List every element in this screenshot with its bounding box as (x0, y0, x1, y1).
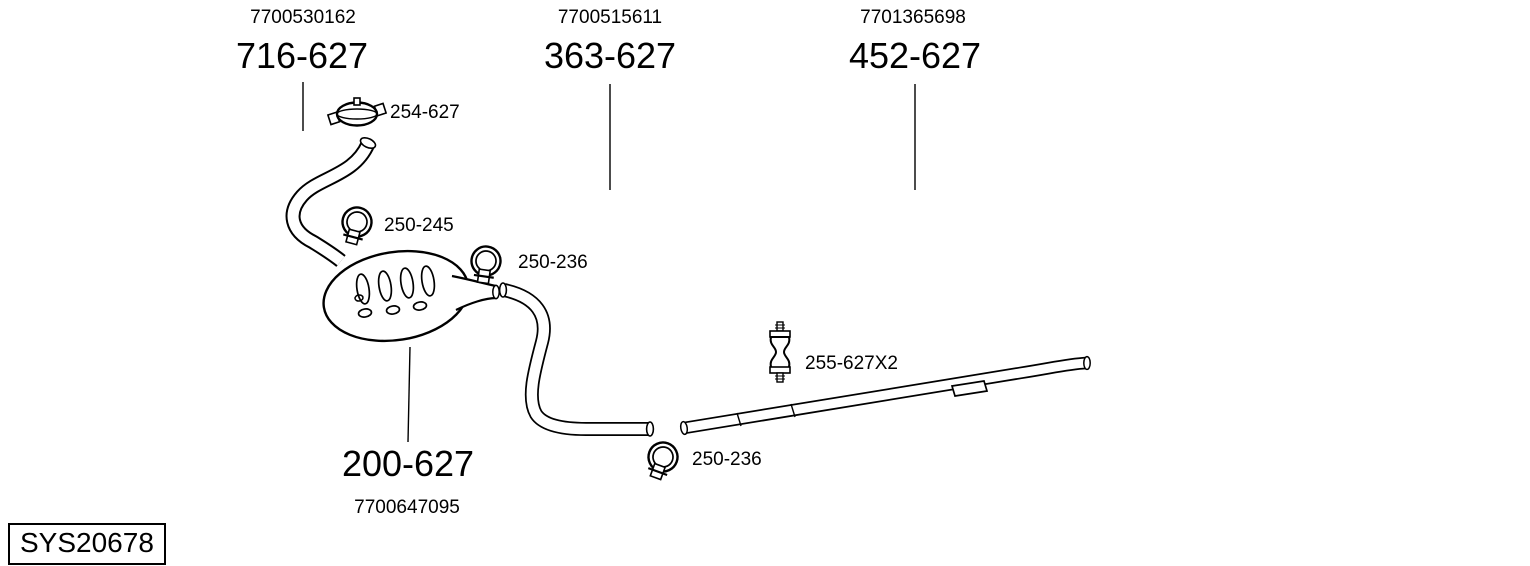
pipe-bracket (950, 380, 989, 397)
center-pipe-art (498, 282, 655, 437)
silencer-art (322, 249, 500, 343)
part-code-front-pipe: 716-627 (235, 35, 369, 76)
silencer-outlet-open-end (492, 284, 500, 300)
oem-ref-silencer: 7700647095 (354, 497, 460, 518)
front-pipe-art (285, 136, 377, 267)
tail-pipe-art (679, 355, 1091, 436)
part-code-ring-clamp-1: 250-245 (384, 215, 454, 236)
ring-clamp-250-245-icon (336, 203, 376, 249)
system-code-box: SYS20678 (8, 523, 166, 565)
center-pipe-open-end-right (645, 421, 655, 437)
oem-ref-front-pipe: 7700530162 (250, 7, 356, 28)
part-code-rubber-mount: 255-627X2 (805, 353, 898, 374)
center-pipe-open-end-left (498, 282, 508, 298)
part-code-center-pipe: 363-627 (543, 35, 677, 76)
part-code-silencer: 200-627 (341, 443, 475, 484)
tail-pipe-open-end-left (679, 420, 689, 436)
front-pipe-open-end (359, 136, 377, 150)
part-code-band-clamp: 254-627 (390, 102, 460, 123)
ring-clamp-250-236-a-icon (467, 243, 504, 287)
part-code-tail-pipe: 452-627 (848, 35, 982, 76)
ring-clamp-250-236-b-icon (640, 437, 683, 484)
oem-ref-center-pipe: 7700515611 (557, 7, 663, 28)
tail-pipe-open-end-right (1083, 355, 1091, 371)
oem-ref-tail-pipe: 7701365698 (860, 7, 966, 28)
rubber-mount-icon (769, 321, 791, 383)
leader-lines (302, 82, 916, 443)
system-code-label: SYS20678 (20, 527, 154, 558)
part-code-ring-clamp-2: 250-236 (518, 252, 588, 273)
leader-silencer (407, 346, 411, 443)
part-code-ring-clamp-3: 250-236 (692, 449, 762, 470)
band-clamp-icon (326, 97, 388, 127)
